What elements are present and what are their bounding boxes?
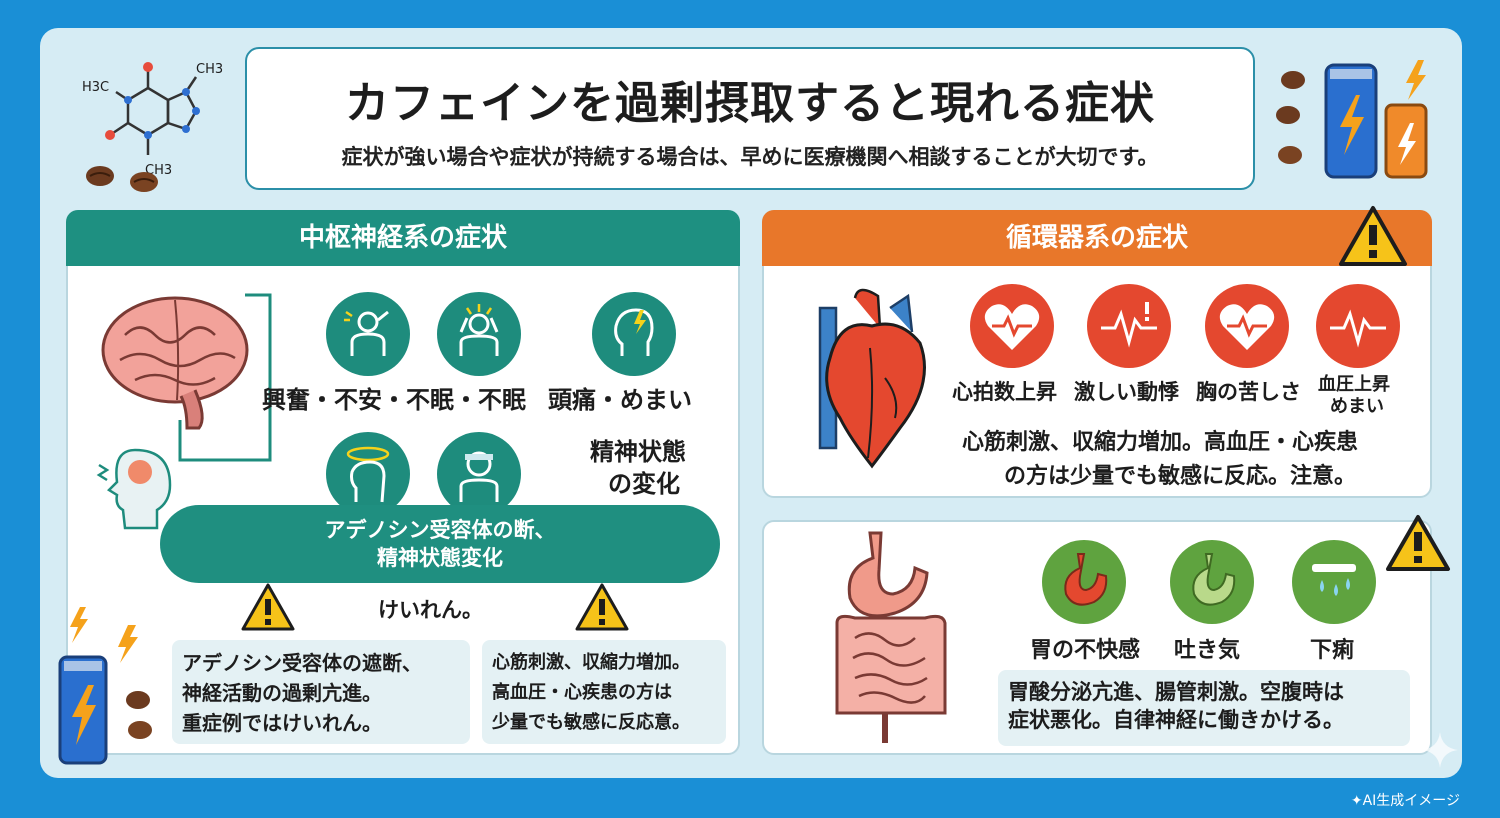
palpitation-label: 激しい動悸 [1074,380,1179,404]
coffee-bean-icon [86,166,158,192]
anxious-person-icon [344,310,389,356]
stomach-icon [1064,553,1108,606]
water-drops-icon [1312,564,1356,596]
convulsion-label: けいれん。 [378,598,483,622]
energy-drink-can-icon [58,607,152,765]
dizziness-circle [326,432,410,516]
warning-icon [575,583,629,631]
cardio-note-line-1: 心筋刺激、収縮力増加。高血圧・心疾患 [962,430,1359,455]
sparkle-icon [1422,732,1458,768]
dizzy-head-icon [346,446,390,503]
ai-generated-label: ✦AI生成イメージ [1350,793,1460,809]
palpitation-circle [1087,284,1171,368]
title-box: カフェインを過剰摂取すると現れる症状 症状が強い場合や症状が持続する場合は、早め… [245,47,1255,190]
heart-rate-label: 心拍数上昇 [952,380,1057,404]
dizziness-label: めまい [1330,396,1384,417]
headache-icon [614,308,654,356]
anxiety-label: 興奮・不安・不眠・不眠 [262,386,526,414]
gi-note: 胃酸分泌亢進、腸管刺激。空腹時は 症状悪化。自律神経に働きかける。 [998,670,1410,746]
warning-icon [1386,515,1450,571]
headache-circle [592,292,676,376]
page-subtitle: 症状が強い場合や症状が持続する場合は、早めに医療機関へ相談することが大切です。 [341,145,1159,169]
cns-note-right-line-3: 少量でも敏感に反応意。 [492,712,690,733]
heart-rate-circle [970,284,1054,368]
blood-pressure-label: 血圧上昇 [1318,374,1390,395]
nausea-label: 吐き気 [1174,638,1241,663]
cardio-note-line-2: の方は少量でも敏感に反応。注意。 [1004,464,1357,489]
cns-note-left-line-2: 神経活動の過剰亢進。 [182,681,382,705]
stomach-discomfort-label: 胃の不快感 [1030,638,1141,663]
stress-circle [437,292,521,376]
banner-line-2: 精神状態変化 [377,546,503,570]
nausea-circle [1170,540,1254,624]
page-title: カフェインを過剰摂取すると現れる症状 [345,78,1155,129]
tension-circle [437,432,521,516]
cns-note-right-line-2: 高血圧・心疾患の方は [492,682,672,703]
diarrhea-circle [1292,540,1376,624]
gi-note-line-2: 症状悪化。自律神経に働きかける。 [1008,708,1344,732]
heart-icon [818,288,926,469]
cns-heading: 中枢神経系の症状 [66,210,740,266]
headache-label: 頭痛・めまい [548,386,692,414]
warning-icon [1339,206,1407,266]
cns-note-left-line-1: アデノシン受容体の遮断、 [182,651,422,675]
brain-icon [101,296,249,430]
cns-note-left-line-3: 重症例ではけいれん。 [182,711,382,735]
mental-state-label-2: の変化 [608,470,680,498]
chest-pain-circle [1205,284,1289,368]
cns-note-left: アデノシン受容体の遮断、 神経活動の過剰亢進。 重症例ではけいれん。 [172,640,470,744]
energy-drink-icon [1276,60,1428,179]
adenosine-banner: アデノシン受容体の断、 精神状態変化 [160,505,720,583]
cardio-heading: 循環器系の症状 [762,210,1432,266]
nauseous-stomach-icon [1192,553,1236,606]
molecule-label-ch3-top: CH3 [196,62,224,77]
stressed-person-icon [459,304,499,356]
molecule-label-h3c: H3C [82,80,110,95]
diarrhea-label: 下痢 [1310,638,1355,663]
mental-state-label-1: 精神状態 [590,438,686,466]
anxiety-circle [326,292,410,376]
heart-ecg-icon [1219,304,1275,350]
warning-icon [241,583,295,631]
cns-note-right-line-1: 心筋刺激、収縮力増加。 [492,652,690,673]
head-buzz-icon [96,448,172,530]
gi-note-line-1: 胃酸分泌亢進、腸管刺激。空腹時は [1008,680,1344,704]
chest-pain-label: 胸の苦しさ [1196,380,1301,404]
pulse-line-icon [1330,309,1386,348]
blood-pressure-circle [1316,284,1400,368]
bracket-line [178,293,272,462]
cns-note-right: 心筋刺激、収縮力増加。 高血圧・心疾患の方は 少量でも敏感に反応意。 [482,640,726,744]
ecg-icon [1101,302,1157,348]
heart-pulse-icon [984,304,1040,350]
banner-line-1: アデノシン受容体の断、 [324,518,556,542]
stomach-discomfort-circle [1042,540,1126,624]
digestive-system-icon [835,531,947,743]
caffeine-molecule-icon [105,62,200,155]
headband-person-icon [459,451,499,502]
